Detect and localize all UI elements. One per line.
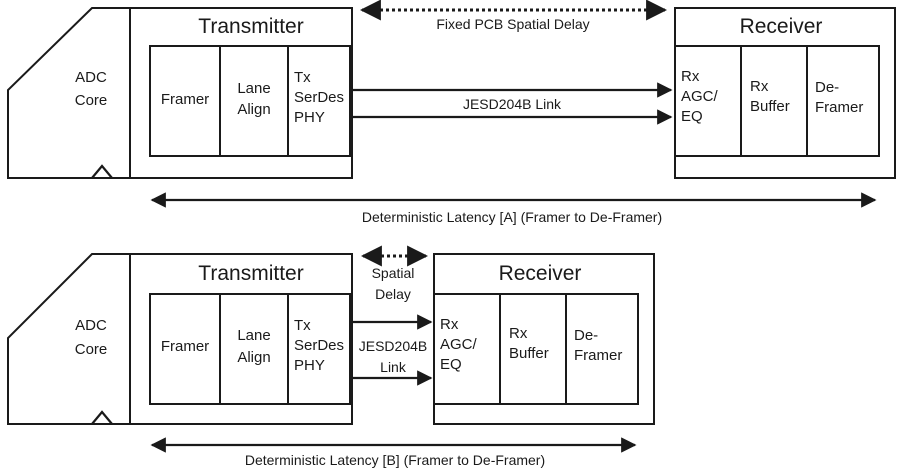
framer-b-label: Framer (161, 338, 209, 355)
adc-core-label-line-2: Core (75, 92, 108, 109)
rx-agc-b-label-line-3: EQ (440, 356, 462, 373)
spatial-delay-label: Fixed PCB Spatial Delay (436, 16, 589, 32)
lane-align-b-label-line-2: Align (237, 349, 270, 366)
tx-serdes-phy-block (287, 45, 351, 157)
tx-serdes-label-line-1: Tx (294, 69, 311, 86)
receiver-b-title: Receiver (499, 262, 582, 285)
spatial-delay-b-label-line-1: Spatial (372, 265, 415, 281)
tx-serdes-label-line-3: PHY (294, 109, 325, 126)
rx-agc-eq-block-b (433, 293, 501, 405)
deframer-b-label-line-2: Framer (574, 347, 622, 364)
jesd-link-b-label-line-2: Link (380, 359, 407, 375)
rx-agc-b-label-line-1: Rx (440, 316, 459, 333)
rx-buffer-b-label-line-2: Buffer (509, 345, 549, 362)
deframer-block (806, 45, 880, 157)
rx-buffer-label-line-2: Buffer (750, 98, 790, 115)
transmitter-b-title: Transmitter (198, 262, 303, 285)
tx-serdes-b-label-line-1: Tx (294, 317, 311, 334)
rx-agc-eq-block (674, 45, 742, 157)
adc-core-b-label-line-2: Core (75, 341, 108, 358)
rx-buffer-label-line-1: Rx (750, 78, 769, 95)
framer-label: Framer (161, 91, 209, 108)
receiver-title: Receiver (740, 15, 823, 38)
rx-agc-label-line-1: Rx (681, 68, 700, 85)
adc-core-label-line-1: ADC (75, 69, 107, 86)
deframer-label-line-2: Framer (815, 99, 863, 116)
lane-align-block-b (219, 293, 289, 405)
adc-core-block: ADC Core (7, 7, 131, 179)
transmitter-block-b: Transmitter Framer Lane Align Tx SerDes … (129, 253, 353, 425)
deframer-label-line-1: De- (815, 79, 839, 96)
latency-b-label: Deterministic Latency [B] (Framer to De-… (245, 452, 545, 468)
transmitter-block: Transmitter Framer Lane Align Tx SerDes … (129, 7, 353, 179)
lane-align-b-label-line-1: Lane (237, 327, 270, 344)
jesd-link-label: JESD204B Link (463, 96, 562, 112)
adc-core-block-b: ADC Core (7, 253, 131, 425)
jesd-link-b-label-line-1: JESD204B (359, 338, 427, 354)
diagram-a: ADC Core Transmitter Framer Lane Align T… (7, 0, 896, 225)
deframer-block-b (565, 293, 639, 405)
transmitter-title: Transmitter (198, 15, 303, 38)
lane-align-label-line-1: Lane (237, 80, 270, 97)
tx-serdes-phy-block-b (287, 293, 351, 405)
rx-agc-label-line-3: EQ (681, 108, 703, 125)
framer-block (149, 45, 221, 157)
tx-serdes-b-label-line-3: PHY (294, 357, 325, 374)
framer-block-b (149, 293, 221, 405)
receiver-block: Receiver Rx AGC/ EQ Rx Buffer De- Framer (674, 7, 896, 179)
latency-a-label: Deterministic Latency [A] (Framer to De-… (362, 209, 662, 225)
deframer-b-label-line-1: De- (574, 327, 598, 344)
adc-core-b-label-line-1: ADC (75, 317, 107, 334)
lane-align-label-line-2: Align (237, 101, 270, 118)
lane-align-block (219, 45, 289, 157)
diagram-b: ADC Core Transmitter Framer Lane Align T… (7, 245, 655, 468)
rx-agc-b-label-line-2: AGC/ (440, 336, 478, 353)
tx-serdes-label-line-2: SerDes (294, 89, 344, 106)
rx-buffer-b-label-line-1: Rx (509, 325, 528, 342)
rx-agc-label-line-2: AGC/ (681, 88, 719, 105)
receiver-block-b: Receiver Rx AGC/ EQ Rx Buffer De- Framer (433, 253, 655, 425)
rx-buffer-block (740, 45, 808, 157)
spatial-delay-b-label-line-2: Delay (375, 286, 411, 302)
tx-serdes-b-label-line-2: SerDes (294, 337, 344, 354)
